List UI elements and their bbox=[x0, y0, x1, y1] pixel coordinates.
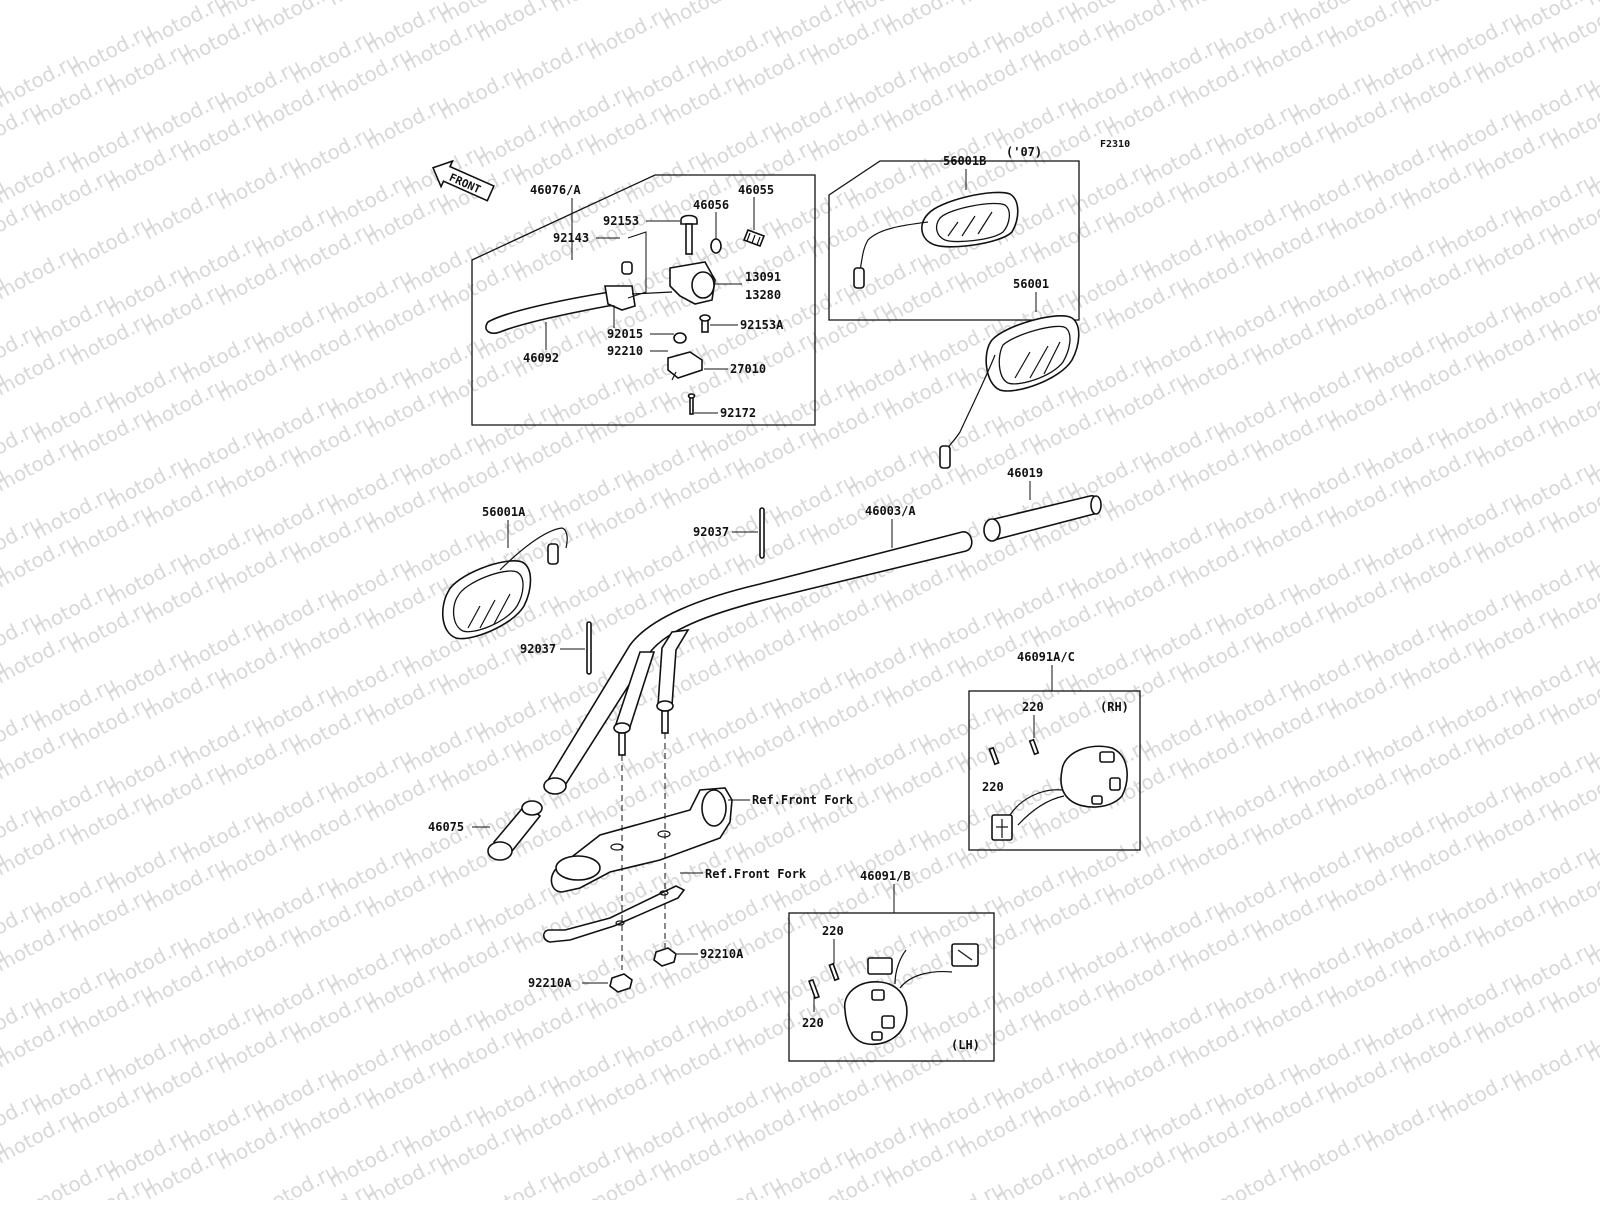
lower-plate bbox=[542, 885, 686, 943]
label-220-rh-2: 220 bbox=[982, 780, 1004, 794]
label-27010: 27010 bbox=[730, 362, 766, 376]
pivot-bolt-92153 bbox=[680, 214, 698, 255]
watermark-text: motod.ru bbox=[546, 0, 638, 16]
mirror-56001B bbox=[853, 191, 1019, 289]
washer-46056 bbox=[710, 238, 722, 254]
clutch-holder bbox=[631, 261, 716, 305]
label-92153A: 92153A bbox=[740, 318, 784, 332]
handlebar-46003A bbox=[543, 531, 973, 795]
screw-92172 bbox=[687, 393, 696, 415]
label-46075: 46075 bbox=[428, 820, 464, 834]
right-grip-46019 bbox=[983, 495, 1102, 542]
rh-switch-housing bbox=[1060, 745, 1128, 808]
clutch-lever bbox=[485, 285, 636, 335]
screw-46055 bbox=[742, 228, 766, 248]
bolt-92153A bbox=[699, 314, 711, 333]
label-56001B: 56001B bbox=[943, 154, 986, 168]
figure-code: F2310 bbox=[1100, 139, 1130, 150]
watermark-text: motod.ru bbox=[324, 0, 416, 10]
watermark-text: motod.ru bbox=[1175, 0, 1267, 16]
lh-switch-housing bbox=[843, 981, 908, 1045]
rh-wiring-harness bbox=[991, 789, 1065, 841]
label-220-lh-2: 220 bbox=[802, 1016, 824, 1030]
label-56001: 56001 bbox=[1013, 277, 1049, 291]
label-92172: 92172 bbox=[720, 406, 756, 420]
label-92143: 92143 bbox=[553, 231, 589, 245]
label-lh: (LH) bbox=[951, 1038, 980, 1052]
watermark-text: motod.ru bbox=[1212, 1152, 1304, 1200]
mirror-56001 bbox=[939, 314, 1080, 469]
label-92210A-right: 92210A bbox=[700, 947, 744, 961]
watermark-text: motod.ru bbox=[1582, 0, 1600, 10]
label-92015: 92015 bbox=[607, 327, 643, 341]
label-46003A: 46003/A bbox=[865, 504, 916, 518]
rh-screw-2 bbox=[988, 746, 1000, 766]
label-46076A: 46076/A bbox=[530, 183, 581, 197]
nut-92210A-right bbox=[653, 947, 677, 967]
watermark-text: motod.ru bbox=[953, 0, 1045, 10]
clamp-92037-mid bbox=[586, 621, 592, 675]
mirror-07-box bbox=[828, 160, 1080, 321]
lh-switch-box bbox=[788, 912, 995, 1062]
nut-92015 bbox=[673, 332, 687, 344]
label-46055: 46055 bbox=[738, 183, 774, 197]
lh-screw-2 bbox=[808, 978, 820, 1000]
label-92210: 92210 bbox=[607, 344, 643, 358]
clamp-92037-top bbox=[759, 507, 765, 559]
mirror-56001A bbox=[441, 527, 568, 640]
rh-switch-box bbox=[968, 690, 1141, 851]
label-ref-front-fork-2: Ref.Front Fork bbox=[705, 867, 807, 881]
label-46091B: 46091/B bbox=[860, 869, 911, 883]
label-ref-front-fork-1: Ref.Front Fork bbox=[752, 793, 854, 807]
label-56001A: 56001A bbox=[482, 505, 526, 519]
watermark-text: motod.ru bbox=[1397, 0, 1489, 22]
label-92153: 92153 bbox=[603, 214, 639, 228]
label-46092: 46092 bbox=[523, 351, 559, 365]
label-220-lh-1: 220 bbox=[822, 924, 844, 938]
label-13091: 13091 bbox=[745, 270, 781, 284]
watermark-text: motod.ru bbox=[657, 0, 749, 34]
label-92210A-left: 92210A bbox=[528, 976, 572, 990]
watermark-text: motod.ru bbox=[1508, 1032, 1600, 1096]
label-220-rh-1: 220 bbox=[1022, 700, 1044, 714]
nut-92210A-left bbox=[609, 973, 633, 993]
label-year-07: ('07) bbox=[1006, 145, 1042, 159]
rh-screw-1 bbox=[1028, 738, 1040, 756]
lh-wiring-harness bbox=[867, 943, 979, 989]
label-92037-mid: 92037 bbox=[520, 642, 556, 656]
watermark-text: motod.ru bbox=[731, 0, 823, 4]
watermark-text: motod.ru bbox=[250, 0, 342, 40]
label-rh: (RH) bbox=[1100, 700, 1129, 714]
label-13280: 13280 bbox=[745, 288, 781, 302]
clutch-lever-assembly-box bbox=[471, 174, 816, 426]
handlebar-upper-bracket bbox=[550, 787, 733, 893]
label-46056: 46056 bbox=[693, 198, 729, 212]
left-grip-46075 bbox=[487, 800, 543, 861]
label-46019: 46019 bbox=[1007, 466, 1043, 480]
label-92037-top: 92037 bbox=[693, 525, 729, 539]
collar-92143 bbox=[621, 261, 633, 275]
lh-screw-1 bbox=[828, 962, 840, 982]
switch-27010 bbox=[667, 351, 703, 381]
label-46091AC: 46091A/C bbox=[1017, 650, 1075, 664]
watermark-text: motod.ru bbox=[879, 0, 971, 40]
